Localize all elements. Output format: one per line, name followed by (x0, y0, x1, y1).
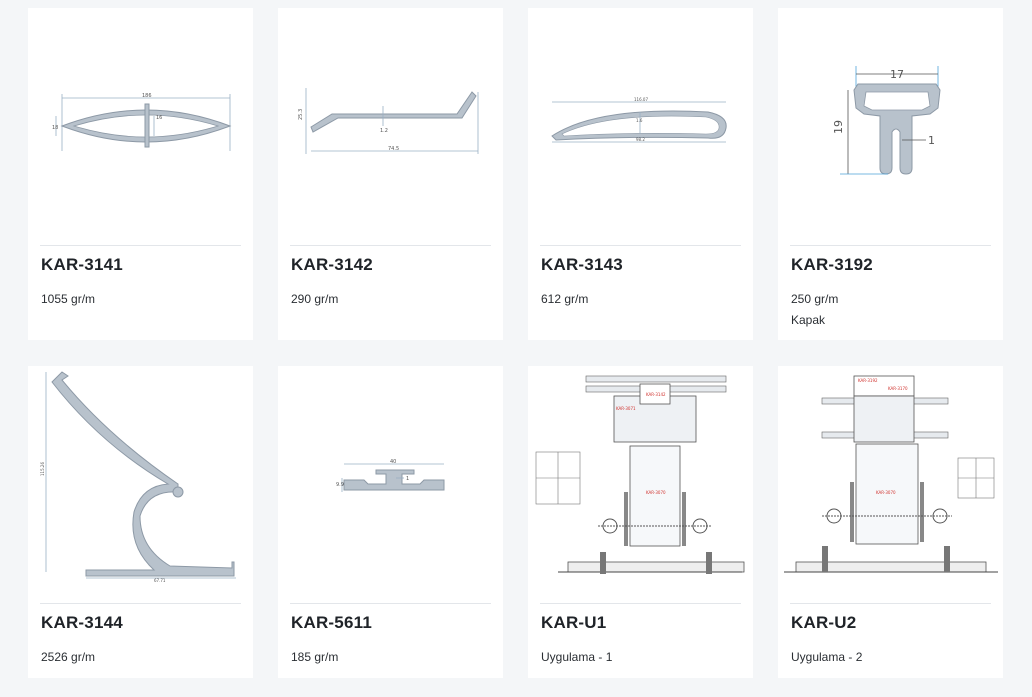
card-divider (790, 603, 991, 604)
product-weight: Uygulama - 2 (791, 650, 863, 664)
svg-text:186: 186 (142, 93, 152, 99)
svg-text:KAR-3170: KAR-3170 (888, 386, 908, 391)
svg-text:KAR-3192: KAR-3192 (858, 378, 878, 383)
svg-text:18: 18 (52, 125, 58, 131)
product-card-kar-3142[interactable]: 25.3 74.5 1.2 KAR-3142 290 gr/m (278, 8, 503, 340)
svg-text:1.6: 1.6 (636, 118, 643, 123)
svg-text:1: 1 (928, 134, 935, 147)
svg-text:9.9: 9.9 (336, 482, 344, 488)
svg-text:19: 19 (832, 120, 845, 134)
svg-text:40: 40 (390, 459, 396, 465)
product-weight: 612 gr/m (541, 292, 589, 306)
card-divider (290, 245, 491, 246)
product-weight: 1055 gr/m (41, 292, 96, 306)
svg-text:116.07: 116.07 (634, 97, 648, 102)
product-card-kar-u1[interactable]: KAR-3142 KAR-3071 KAR-3070 KAR-U1 Uygula… (528, 366, 753, 678)
card-divider (540, 245, 741, 246)
product-card-kar-5611[interactable]: 40 9.9 1 KAR-5611 185 gr/m (278, 366, 503, 678)
svg-text:1: 1 (406, 476, 409, 482)
svg-text:17: 17 (890, 68, 904, 81)
svg-text:16: 16 (156, 115, 162, 121)
card-divider (40, 245, 241, 246)
svg-text:KAR-3071: KAR-3071 (616, 406, 636, 411)
product-weight: 2526 gr/m (41, 650, 96, 664)
product-code[interactable]: KAR-3143 (541, 255, 623, 274)
product-weight: Uygulama - 1 (541, 650, 613, 664)
product-code[interactable]: KAR-U2 (791, 613, 857, 632)
product-weight: 250 gr/m (791, 292, 839, 306)
product-drawing[interactable]: KAR-3142 KAR-3071 KAR-3070 (528, 366, 753, 586)
product-code[interactable]: KAR-5611 (291, 613, 372, 632)
card-divider (540, 603, 741, 604)
product-drawing[interactable]: 115.26 67.71 (28, 366, 253, 586)
product-drawing[interactable]: 40 9.9 1 (278, 366, 503, 586)
product-code[interactable]: KAR-3192 (791, 255, 873, 274)
product-code[interactable]: KAR-3142 (291, 255, 373, 274)
svg-text:KAR-3142: KAR-3142 (646, 392, 666, 397)
product-weight: 290 gr/m (291, 292, 339, 306)
product-card-kar-3143[interactable]: 116.07 1.6 98.2 KAR-3143 612 gr/m (528, 8, 753, 340)
product-note: Kapak (791, 313, 826, 327)
svg-text:115.26: 115.26 (40, 462, 45, 476)
product-code[interactable]: KAR-3144 (41, 613, 123, 632)
product-weight: 185 gr/m (291, 650, 339, 664)
svg-text:67.71: 67.71 (154, 578, 166, 583)
product-card-kar-3141[interactable]: 186 16 18 KAR-3141 1055 gr/m (28, 8, 253, 340)
product-card-kar-3192[interactable]: 17 19 1 KAR-3192 250 gr/m Kapak (778, 8, 1003, 340)
product-drawing[interactable]: 186 16 18 (28, 8, 253, 233)
svg-text:25.3: 25.3 (298, 109, 304, 120)
card-divider (790, 245, 991, 246)
product-drawing[interactable]: KAR-3192 KAR-3170 KAR-3070 (778, 366, 1003, 586)
product-drawing[interactable]: 25.3 74.5 1.2 (278, 8, 503, 233)
svg-text:KAR-3070: KAR-3070 (876, 490, 896, 495)
product-card-kar-3144[interactable]: 115.26 67.71 KAR-3144 2526 gr/m (28, 366, 253, 678)
card-divider (40, 603, 241, 604)
svg-text:74.5: 74.5 (388, 146, 399, 152)
product-code[interactable]: KAR-3141 (41, 255, 123, 274)
product-drawing[interactable]: 17 19 1 (778, 8, 1003, 233)
card-divider (290, 603, 491, 604)
svg-text:98.2: 98.2 (636, 137, 645, 142)
product-code[interactable]: KAR-U1 (541, 613, 607, 632)
svg-text:1.2: 1.2 (380, 128, 388, 134)
product-drawing[interactable]: 116.07 1.6 98.2 (528, 8, 753, 233)
svg-text:KAR-3070: KAR-3070 (646, 490, 666, 495)
product-card-kar-u2[interactable]: KAR-3192 KAR-3170 KAR-3070 KAR-U2 Uygula… (778, 366, 1003, 678)
